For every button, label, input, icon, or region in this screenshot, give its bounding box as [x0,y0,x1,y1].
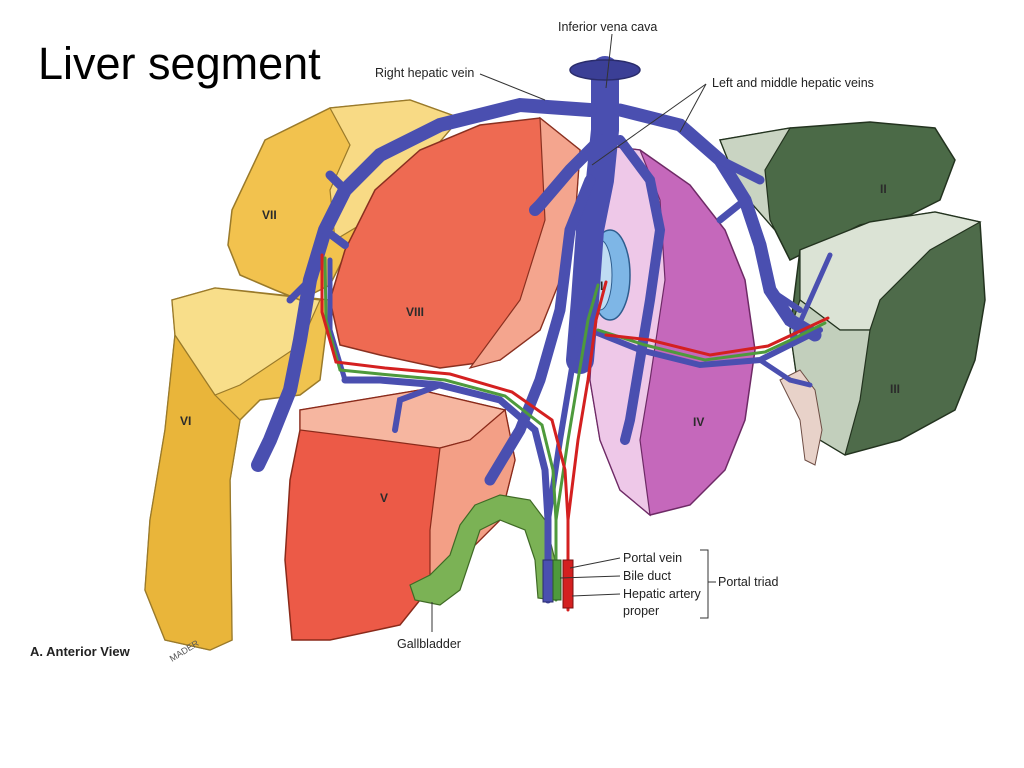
portal-triad-branches [320,252,833,612]
segment-label-iv: IV [693,415,704,429]
label-portal-triad: Portal triad [718,575,778,589]
segment-label-viii: VIII [406,305,424,319]
segment-label-iii: III [890,382,900,396]
label-hepatic-artery-proper: proper [623,604,659,618]
segment-label-i: I [600,279,603,293]
portal-triad-trunk [542,559,574,609]
segment-iii-shape [779,211,986,466]
label-portal-vein: Portal vein [623,551,682,565]
segment-label-v: V [380,491,388,505]
leader-lines [431,33,716,632]
segment-label-vi: VI [180,414,191,428]
segment-label-ii: II [880,182,887,196]
label-gallbladder: Gallbladder [397,637,461,651]
label-inferior-vena-cava: Inferior vena cava [558,20,657,34]
segment-iv-shape [589,144,756,517]
label-left-middle-hepatic-veins: Left and middle hepatic veins [712,76,874,90]
segment-vi-shape [144,287,331,651]
ivc-opening [569,59,641,81]
slide-title: Liver segment [38,38,321,89]
label-bile-duct: Bile duct [623,569,671,583]
label-right-hepatic-vein: Right hepatic vein [375,66,474,80]
hepatic-veins [251,56,822,486]
segment-v-shape [284,389,516,641]
segment-label-vii: VII [262,208,277,222]
caption-anterior-view: A. Anterior View [30,644,131,659]
label-hepatic-artery: Hepatic artery [623,587,702,601]
